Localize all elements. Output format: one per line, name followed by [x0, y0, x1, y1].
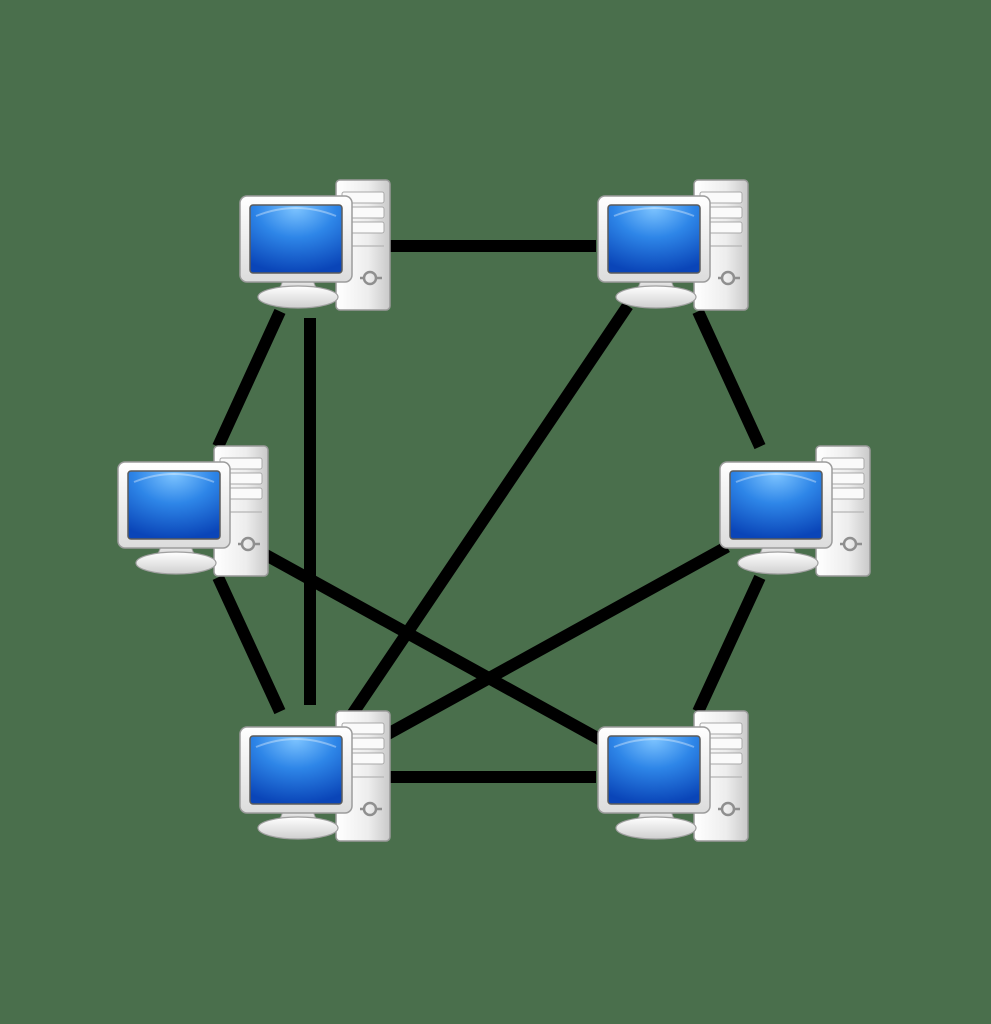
connection-pc-top-right-pc-bottom-left — [345, 302, 633, 721]
computers-layer — [117, 179, 871, 842]
desktop-computer-icon — [117, 445, 269, 577]
desktop-computer-icon — [239, 710, 391, 842]
connection-pc-middle-left-pc-bottom-left — [212, 574, 286, 715]
connection-pc-top-right-pc-middle-right — [692, 308, 766, 450]
connections-layer — [212, 240, 766, 783]
desktop-computer-icon — [719, 445, 871, 577]
desktop-computer-icon — [239, 179, 391, 311]
connection-pc-middle-left-pc-bottom-right — [248, 541, 608, 748]
connection-pc-middle-right-pc-bottom-right — [692, 574, 766, 715]
connection-pc-middle-right-pc-bottom-left — [370, 541, 730, 748]
desktop-computer-icon — [597, 179, 749, 311]
desktop-computer-icon — [597, 710, 749, 842]
connection-pc-top-left-pc-middle-left — [212, 308, 286, 450]
